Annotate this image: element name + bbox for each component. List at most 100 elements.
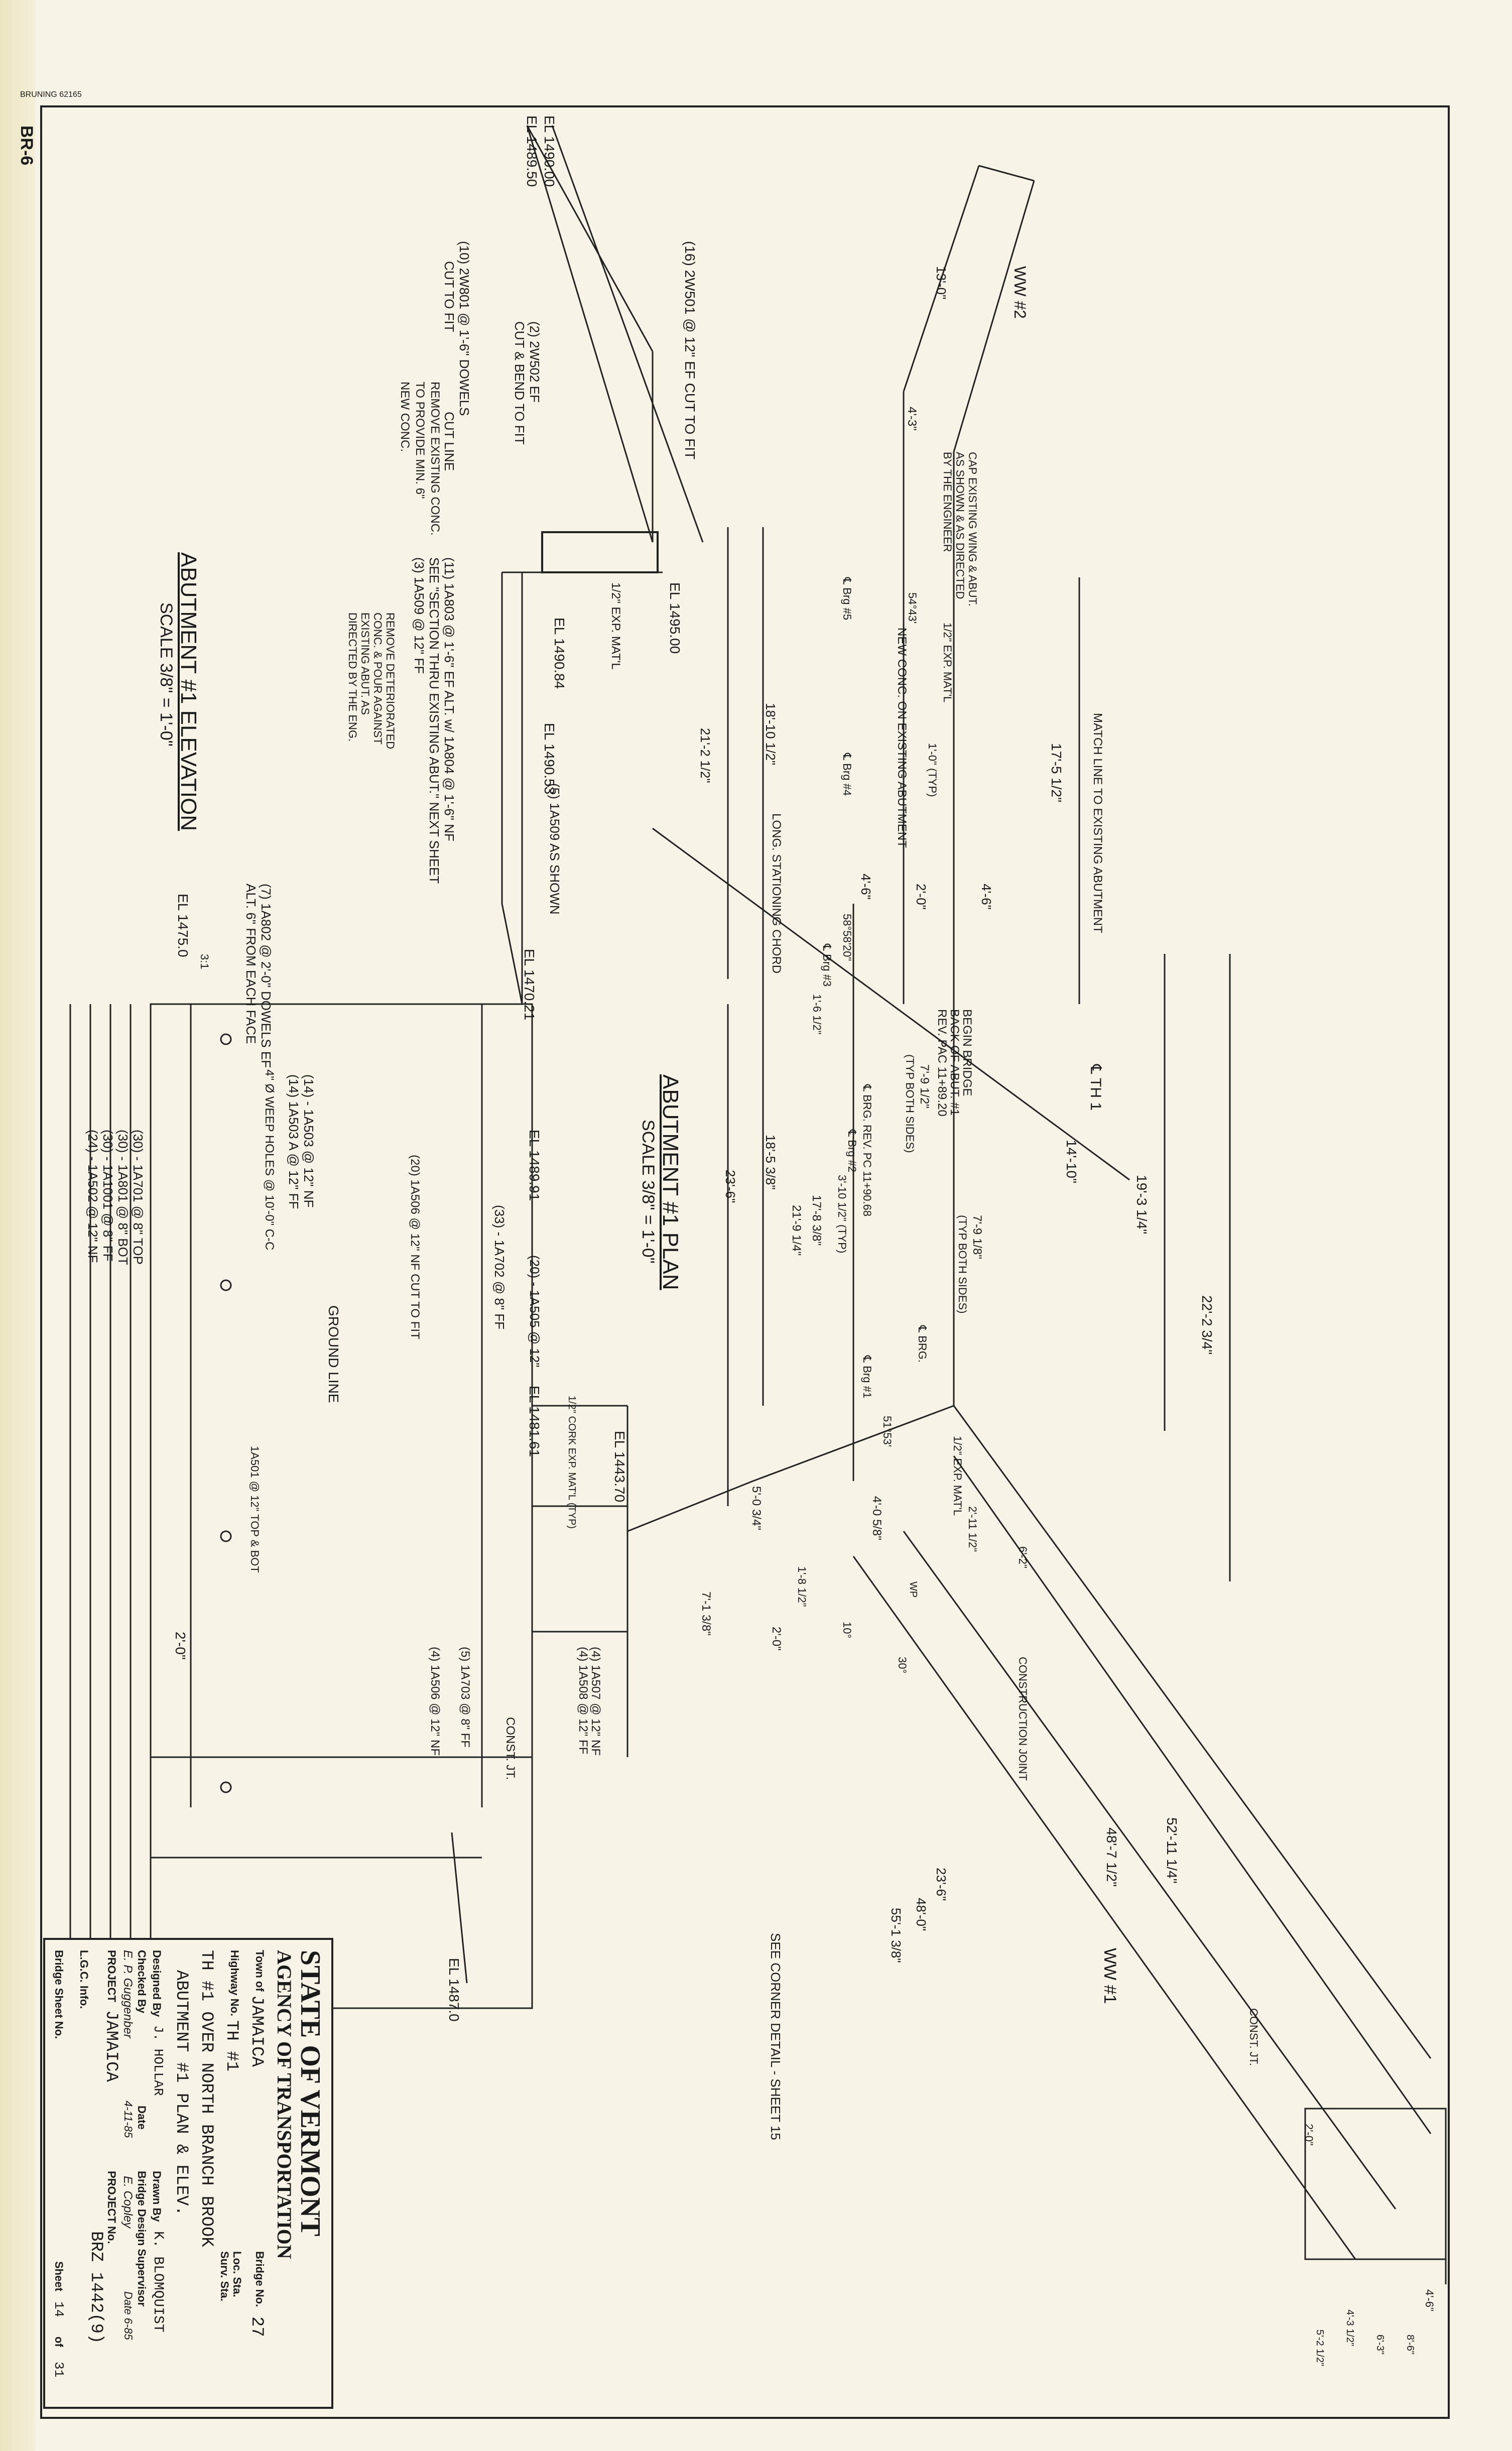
dim-17-8: 17'-8 3/8": [810, 1195, 823, 1246]
label-wp: WP: [908, 1581, 919, 1598]
note-cut-bend: CUT & BEND TO FIT: [512, 321, 527, 445]
dim-1-6: 1'-6 1/2": [811, 994, 823, 1035]
title-block: STATE OF VERMONT AGENCY OF TRANSPORTATIO…: [43, 1938, 333, 2409]
note-1a801: (30) - 1A801 @ 8" BOT: [115, 1130, 131, 1265]
dim-4-6-c: 4'-6": [1423, 2289, 1436, 2311]
elevation-scale: SCALE 3/8" = 1'-0": [157, 602, 176, 747]
angle-10: 10°: [841, 1622, 853, 1639]
dim-1-8: 1'-8 1/2": [796, 1566, 808, 1607]
note-2w801: (10) 2W801 @ 1'-6" DOWELS: [457, 241, 472, 416]
dim-22-2: 22'-2 3/4": [1199, 1295, 1215, 1355]
el-label-1470: EL 1470.21: [522, 949, 537, 1021]
dim-5-2: 5'-2 1/2": [1314, 2330, 1325, 2367]
note-1a509: (3) 1A509 @ 12" FF: [412, 557, 427, 674]
note-1a501: 1A501 @ 12" TOP & BOT: [248, 1446, 261, 1573]
brg-1: ℄ Brg #1: [861, 1356, 873, 1399]
of-label: of: [53, 2337, 65, 2347]
dim-19-3: 19'-3 1/4": [1134, 1175, 1150, 1235]
el-label-1443-70: EL 1443.70: [612, 1431, 627, 1503]
note-by-engineer: BY THE ENGINEER: [941, 452, 954, 552]
bridge-sheet-label: Bridge Sheet No.: [53, 1950, 65, 2039]
plan-line: [903, 1531, 1397, 2210]
agency-line2: AGENCY OF TRANSPORTATION: [273, 1950, 296, 2259]
plan-line: [953, 1405, 1432, 2059]
note-exp-matl-plan-2: 1/2" EXP. MAT'L: [951, 1436, 964, 1516]
brg-3: ℄ Brg #3: [821, 944, 833, 987]
brg-center: ℄ BRG.: [916, 1325, 929, 1363]
weep-hole: [220, 1279, 232, 1291]
note-2w501: (16) 2W501 @ 12" EF CUT TO FIT: [682, 241, 698, 460]
plan-line: [852, 1556, 1356, 2260]
weep-hole: [220, 1781, 232, 1793]
town-label: Town of: [254, 1950, 266, 1992]
el-label-1481-61: EL 1481.61: [527, 1386, 542, 1457]
drawing-border: [40, 105, 1450, 2419]
note-1a701: (30) - 1A701 @ 8" TOP: [131, 1130, 146, 1265]
note-cut-fit: CUT TO FIT: [442, 261, 457, 332]
dim-3-10: 3'-10 1/2" (TYP): [836, 1175, 848, 1254]
dim-7-9-a: 7'-9 1/2": [918, 1064, 931, 1109]
plan-line: [953, 1455, 1432, 2134]
dim-4-3-b: 4'-3 1/2": [1344, 2309, 1355, 2347]
el-label-1487: EL 1487.0: [446, 1958, 462, 2022]
note-see-section: SEE "SECTION THRU EXISTING ABUT." NEXT S…: [427, 557, 442, 884]
plan-line: [978, 165, 1035, 182]
supervisor-value: E. Copley: [121, 2176, 135, 2229]
note-cut-line: CUT LINE: [442, 412, 457, 471]
highway-value: TH #1: [222, 2020, 241, 2072]
elevation-title: ABUTMENT #1 ELEVATION: [176, 552, 201, 831]
plan-scale: SCALE 3/8" = 1'-0": [639, 1120, 658, 1264]
note-1a506-nf: (20) 1A506 @ 12" NF CUT TO FIT: [408, 1155, 422, 1339]
el-label-1489-91: EL 1489.91: [527, 1130, 542, 1201]
note-const-jt-elev: CONST. JT.: [503, 1717, 517, 1780]
designed-by-value: J. HOLLAR: [151, 2025, 166, 2096]
angle-58-58: 58°58'20": [841, 914, 853, 961]
note-new-conc-existing: NEW CONC. ON EXISTING ABUTMENT: [895, 628, 909, 848]
note-1a503-nf: (14) - 1A503 @ 12" NF: [301, 1074, 316, 1208]
note-1a1001: (30) - 1A1001 @ 8" FF: [100, 1130, 115, 1262]
note-1a508: (4) 1A508 @ 12" FF: [576, 1647, 590, 1755]
checked-by-label: Checked By: [136, 1950, 148, 2013]
note-see-corner-detail: SEE CORNER DETAIL - SHEET 15: [768, 1933, 783, 2140]
brg-2: ℄ Brg #2: [846, 1130, 858, 1173]
note-exp-matl: 1/2" EXP. MAT'L: [609, 582, 622, 670]
note-begin-bridge: BEGIN BRIDGE: [960, 1009, 974, 1096]
dim-2-0-elev: 2'-0": [173, 1632, 188, 1660]
dim-18-5: 18'-5 3/8": [763, 1135, 778, 1190]
dim-23-6: 23'-6": [723, 1170, 738, 1203]
note-provide-min: TO PROVIDE MIN. 6": [413, 382, 427, 499]
brand-mark: BRUNING 62165: [20, 90, 82, 99]
agency-line1: STATE OF VERMONT: [295, 1950, 326, 2237]
chord-line: [652, 827, 1130, 1181]
slope-3-1: 3:1: [198, 954, 211, 969]
weep-hole: [220, 1033, 232, 1045]
note-ground-line: GROUND LINE: [326, 1305, 341, 1403]
dim-2-11: 2'-11 1/2": [966, 1506, 979, 1552]
plan-title: ABUTMENT #1 PLAN: [658, 1074, 683, 1290]
note-alt-6: ALT. 6" FROM EACH FACE: [243, 884, 259, 1044]
note-1a506-4: (4) 1A506 @ 12" NF: [428, 1647, 442, 1756]
plan-line: [903, 165, 980, 392]
note-5-1a509: (5) 1A509 AS SHOWN: [547, 783, 562, 915]
elev-hatch: [541, 531, 659, 573]
of-value: 31: [51, 2362, 66, 2378]
weep-hole: [220, 1530, 232, 1542]
note-1a507: (4) 1A507 @ 12" NF: [589, 1647, 602, 1756]
note-2w502: (2) 2W502 EF: [527, 321, 542, 403]
supervisor-label: Bridge Design Supervisor: [136, 2171, 148, 2307]
note-pour-against: CONC. & POUR AGAINST: [371, 612, 384, 745]
ww1-cap: [1304, 2108, 1447, 2260]
date-value: 4-11-85: [122, 2101, 135, 2138]
description-line2: ABUTMENT #1 PLAN & ELEV.: [172, 1970, 191, 2216]
dim-4-6-a: 4'-6": [858, 874, 873, 900]
label-ww1: WW #1: [1100, 1948, 1119, 2004]
el-label-1489: EL 1489.50: [524, 115, 540, 187]
note-1a503a-ff: (14) 1A503 A @ 12" FF: [286, 1074, 301, 1209]
dim-48-0: 48'-0": [914, 1898, 929, 1931]
dim-2-0-c: 2'-0": [1303, 2124, 1315, 2146]
el-label-1490: EL 1490.00: [542, 115, 557, 187]
town-value: JAMAICA: [247, 1995, 266, 2067]
dim-6-3: 6'-3": [1374, 2335, 1385, 2355]
note-cap-existing: CAP EXISTING WING & ABUT.: [966, 452, 979, 606]
